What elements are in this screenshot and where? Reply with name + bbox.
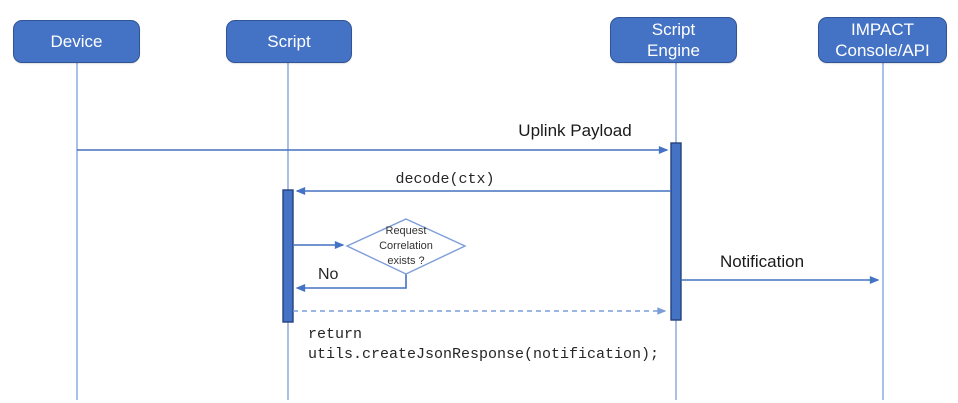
activation-bar-script-engine <box>670 142 682 321</box>
actor-label-script: Script <box>267 32 311 51</box>
activation-bar-script <box>282 189 294 323</box>
decode-call-label: decode(ctx) <box>395 171 495 188</box>
actor-box-script: Script <box>226 20 352 63</box>
notification-label: Notification <box>719 252 805 271</box>
uplink-payload-label: Uplink Payload <box>518 121 632 140</box>
no-branch-arrow <box>295 274 407 293</box>
actor-box-device: Device <box>13 20 140 63</box>
actor-label-device: Device <box>50 32 103 51</box>
actor-box-impact-console-api: IMPACT Console/API <box>818 17 947 63</box>
return-statement-label: return utils.createJsonResponse(notifica… <box>308 326 660 363</box>
decision-diamond <box>345 218 467 275</box>
actor-label-impact-console-api: IMPACT Console/API <box>835 20 930 60</box>
no-branch-label: No <box>318 266 339 283</box>
actor-label-script-engine: Script Engine <box>647 20 700 60</box>
actor-box-script-engine: Script Engine <box>610 17 737 63</box>
decision-diamond-label: Request Correlation exists ? <box>379 225 433 267</box>
